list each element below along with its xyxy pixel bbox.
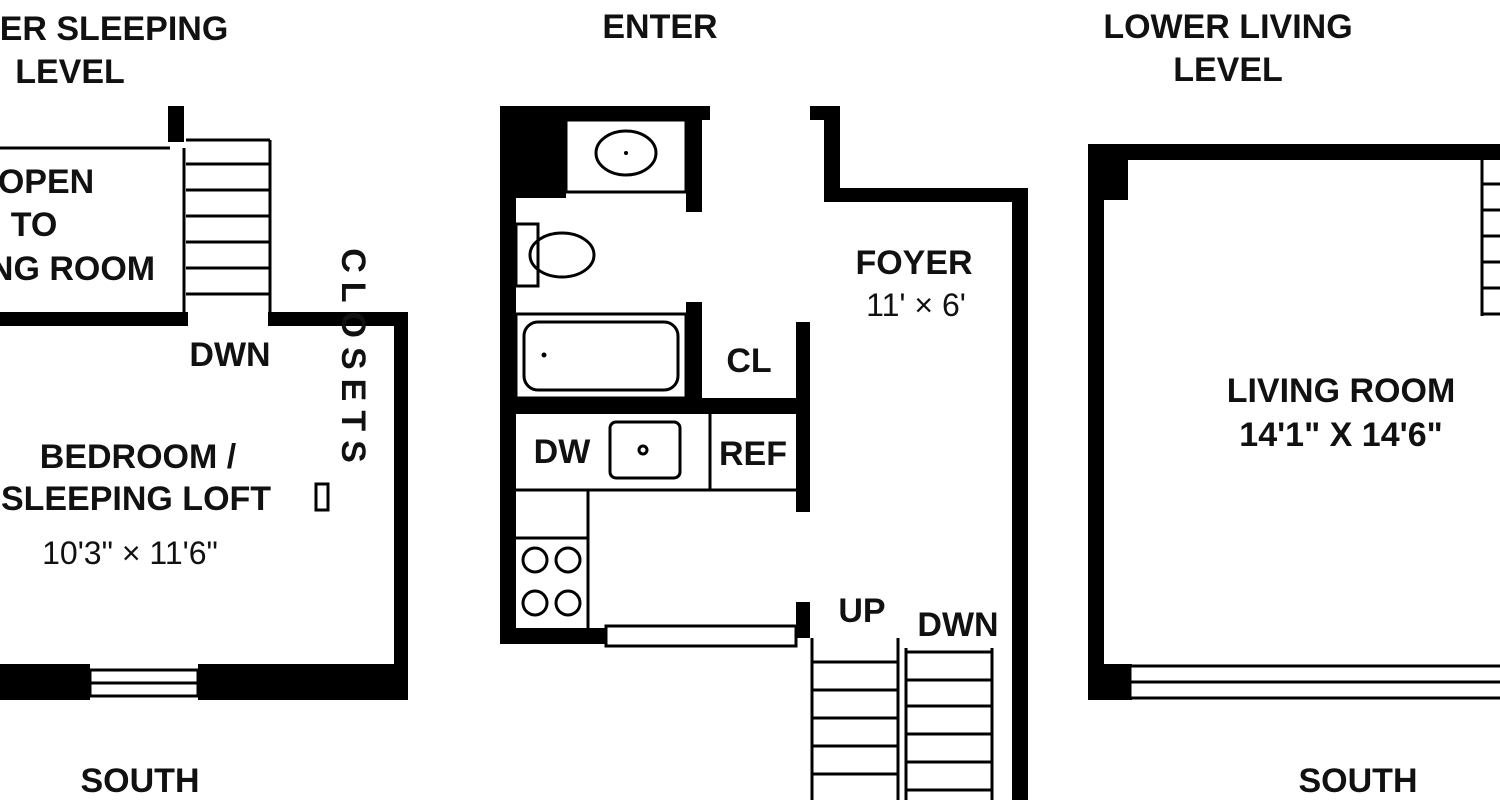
stairs-up — [810, 638, 900, 800]
wall — [500, 628, 608, 644]
upper-level-title-line2: LEVEL — [15, 53, 125, 91]
wall — [796, 322, 810, 512]
stairs-down-label-left: DWN — [189, 336, 270, 374]
stairs-down-left — [186, 138, 272, 322]
open-to-label-line2: TO — [11, 206, 58, 244]
entry-level — [500, 106, 1028, 800]
wall — [0, 664, 90, 700]
wall — [824, 106, 840, 202]
foyer-label: FOYER — [855, 244, 972, 282]
upper-level-title-line1: ER SLEEPING — [0, 10, 228, 48]
kitchen-sink-icon — [608, 420, 682, 480]
wall — [686, 106, 702, 212]
wall — [1088, 144, 1104, 700]
south-label-right: SOUTH — [1299, 762, 1418, 800]
stairs-up-label: UP — [838, 592, 885, 630]
stairs-down-label-center: DWN — [917, 606, 998, 644]
wall — [1088, 664, 1132, 700]
dishwasher-label: DW — [534, 433, 592, 471]
bedroom-label-line2: SLEEPING LOFT — [1, 480, 271, 518]
closets-label: CLOSETS — [334, 248, 372, 472]
foyer-dimensions: 11' × 6' — [866, 287, 966, 323]
wall — [796, 602, 810, 638]
wall — [168, 106, 184, 142]
wall — [1012, 188, 1028, 800]
enter-label: ENTER — [602, 8, 717, 46]
wall — [1088, 144, 1128, 200]
stairs-living — [1480, 160, 1500, 316]
bath-sink-icon — [564, 118, 688, 194]
open-to-label-line3: NG ROOM — [0, 250, 155, 288]
wall — [198, 664, 408, 700]
south-label-left: SOUTH — [81, 762, 200, 800]
closet-label: CL — [726, 342, 771, 380]
window-kitchen — [604, 624, 798, 648]
kitchen-counter — [516, 414, 796, 628]
stairs-down-center — [904, 648, 994, 800]
living-room-dimensions: 14'1" X 14'6" — [1239, 416, 1442, 454]
wall — [268, 312, 408, 326]
wall — [500, 398, 810, 414]
wall — [1088, 144, 1500, 160]
toilet-icon — [514, 222, 596, 288]
closet-marker — [314, 482, 330, 512]
wall — [824, 188, 1028, 202]
lower-living-level — [1088, 144, 1500, 700]
wall — [500, 106, 516, 644]
wall — [394, 312, 408, 700]
stove-icon — [521, 546, 582, 617]
lower-level-title-line1: LOWER LIVING — [1103, 8, 1352, 46]
wall — [0, 312, 188, 326]
refrigerator-label: REF — [719, 435, 787, 473]
bedroom-label-line1: BEDROOM / — [40, 438, 237, 476]
lower-level-title-line2: LEVEL — [1173, 51, 1283, 89]
open-to-label-line1: OPEN — [0, 163, 94, 201]
window-living — [1128, 664, 1500, 700]
bedroom-dimensions: 10'3" × 11'6" — [42, 535, 218, 571]
wall — [686, 302, 702, 406]
upper-sleeping-level — [0, 106, 408, 700]
window-left — [88, 668, 200, 698]
living-room-label: LIVING ROOM — [1227, 372, 1456, 410]
bathtub-icon — [514, 312, 688, 400]
wall — [500, 106, 566, 198]
